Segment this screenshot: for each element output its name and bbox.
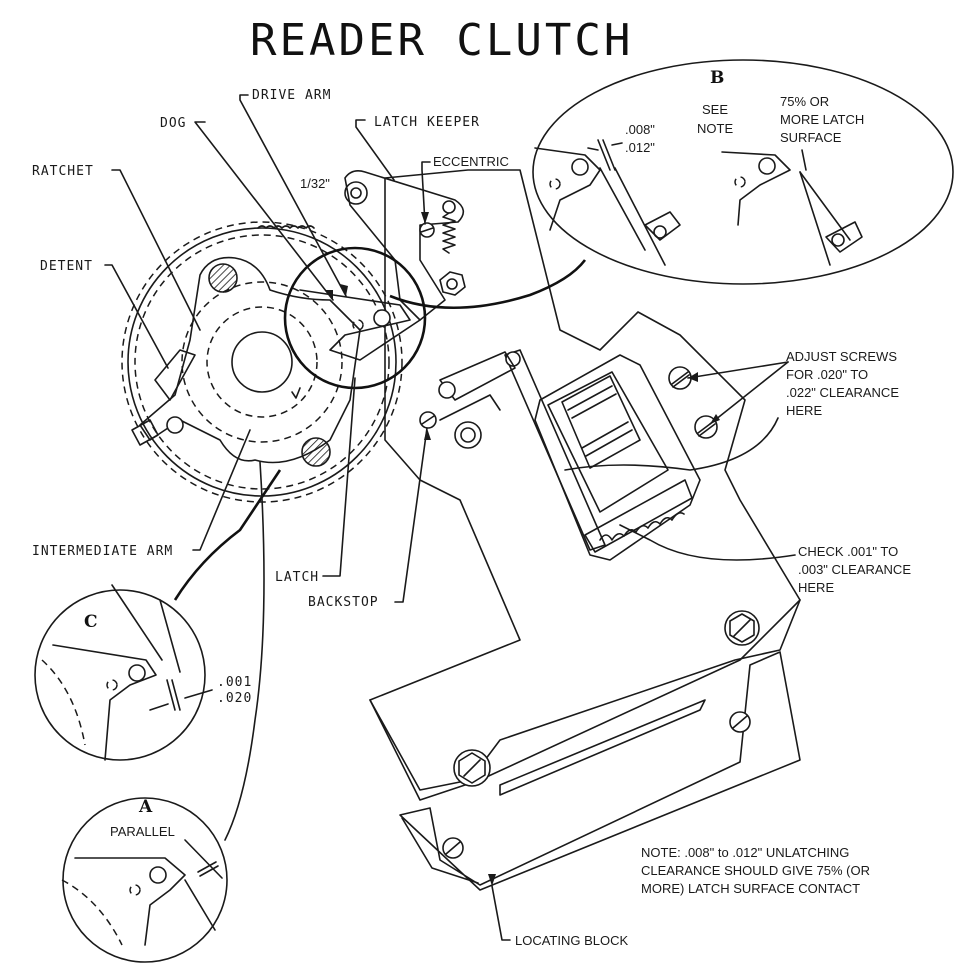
callout-check-clearance: CHECK .001" TO .003" CLEARANCE HERE — [798, 544, 911, 595]
label-latch-keeper: LATCH KEEPER — [374, 115, 480, 130]
latch-keeper — [344, 170, 466, 321]
detail-b-connector — [389, 259, 587, 310]
note-line: MORE) LATCH SURFACE CONTACT — [641, 881, 860, 896]
callout-line: ADJUST SCREWS — [786, 349, 897, 364]
label-dog: DOG — [160, 116, 186, 131]
ratchet-teeth — [257, 225, 315, 229]
latch-dog — [299, 289, 421, 361]
detail-b-surface: SURFACE — [780, 130, 842, 145]
coil — [561, 375, 641, 469]
detail-c-gap: .020 — [217, 691, 252, 706]
label-backstop: BACKSTOP — [308, 595, 379, 610]
detail-b-surface: 75% OR — [780, 94, 829, 109]
magnet-assembly — [438, 349, 701, 561]
detail-b-gap: .012" — [625, 140, 655, 155]
detail-b-see-note: SEE — [702, 102, 728, 117]
block-screw-right — [729, 711, 751, 733]
diagram-title: READER CLUTCH — [250, 15, 633, 66]
detail-b: B SEE NOTE .008" .012" 75% OR MORE LATCH… — [532, 59, 954, 285]
detail-a: A PARALLEL — [61, 797, 228, 963]
detail-a-letter: A — [138, 797, 153, 817]
callout-line: .022" CLEARANCE — [786, 385, 899, 400]
callout-line: HERE — [786, 403, 822, 418]
detail-c-gap: .001 — [217, 675, 252, 690]
leader-arrows — [325, 212, 720, 886]
backstop-screw — [419, 411, 437, 429]
detail-c-letter: C — [84, 612, 98, 632]
main-plate — [369, 169, 801, 801]
note-line: NOTE: .008" to .012" UNLATCHING — [641, 845, 849, 860]
note-block: NOTE: .008" to .012" UNLATCHING CLEARANC… — [641, 845, 870, 896]
shaft-pin-upper — [208, 263, 238, 293]
block-screw-left — [442, 837, 464, 859]
label-ratchet: RATCHET — [32, 164, 94, 179]
label-locating-block: LOCATING BLOCK — [515, 933, 629, 948]
label-drive-arm: DRIVE ARM — [252, 88, 331, 103]
callout-line: .003" CLEARANCE — [798, 562, 911, 577]
detail-c: C .001 .020 — [34, 584, 252, 761]
detail-b-letter: B — [710, 68, 724, 88]
detail-a-connector — [224, 461, 265, 841]
label-gap-1-32: 1/32" — [300, 176, 330, 191]
detail-b-gap: .008" — [625, 122, 655, 137]
label-eccentric: ECCENTRIC — [433, 154, 509, 169]
callout-line: FOR .020" TO — [786, 367, 868, 382]
detail-c-connector — [173, 469, 282, 601]
label-intermediate-arm: INTERMEDIATE ARM — [32, 544, 173, 559]
callout-line: CHECK .001" TO — [798, 544, 898, 559]
callout-adjust-screws: ADJUST SCREWS FOR .020" TO .022" CLEARAN… — [786, 349, 899, 418]
shaft-pin-lower — [301, 437, 331, 467]
label-latch: LATCH — [275, 570, 319, 585]
hex-screw-left — [453, 749, 491, 787]
hex-screw-right — [724, 610, 760, 646]
detail-b-surface: MORE LATCH — [780, 112, 864, 127]
detail-b-see-note: NOTE — [697, 121, 733, 136]
callout-line: HERE — [798, 580, 834, 595]
note-line: CLEARANCE SHOULD GIVE 75% (OR — [641, 863, 870, 878]
label-detent: DETENT — [40, 259, 93, 274]
leader-lines — [104, 94, 796, 941]
detail-a-parallel: PARALLEL — [110, 824, 175, 839]
screws — [442, 366, 760, 859]
detent-pawl — [154, 349, 196, 401]
